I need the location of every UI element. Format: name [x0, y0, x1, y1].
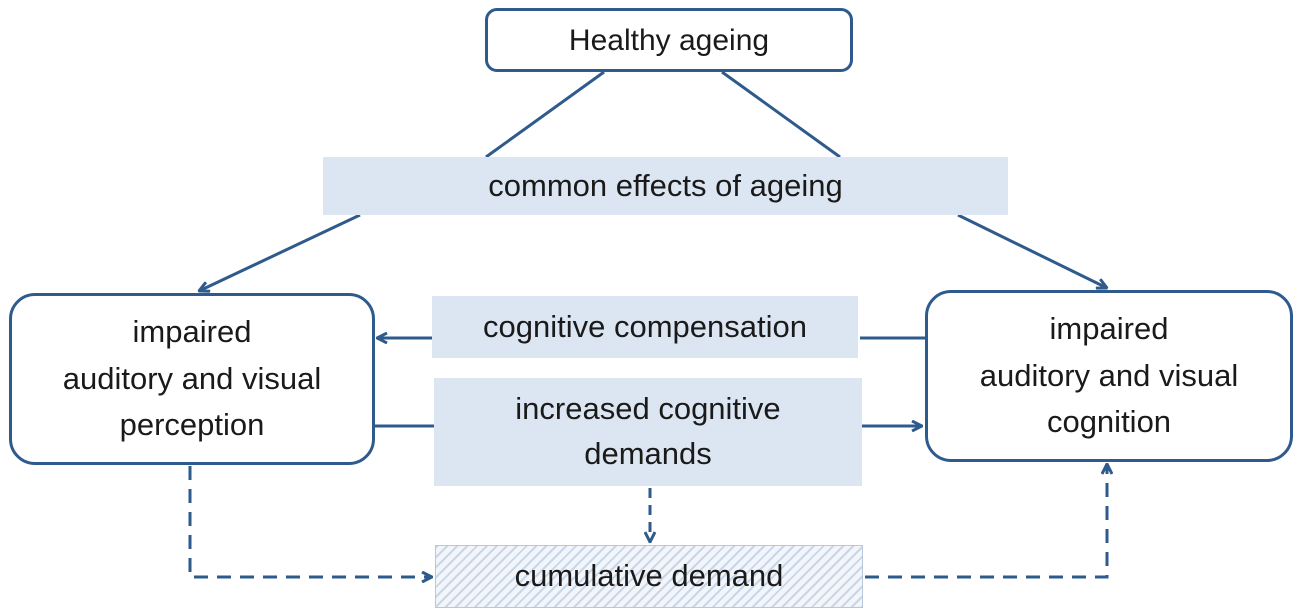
arrow-band-to-left-node [199, 213, 361, 291]
healthy-ageing-node: Healthy ageing [485, 8, 853, 72]
common-effects-label: common effects of ageing [488, 167, 843, 203]
arrow-top-to-band-right [721, 70, 841, 159]
arrow-left-to-cumulative [188, 466, 432, 577]
cumulative-demand-band: cumulative demand [435, 545, 863, 608]
impaired-perception-node: impaired auditory and visual perception [9, 293, 375, 465]
impaired-cognition-label: impaired auditory and visual cognition [979, 311, 1239, 440]
arrow-top-to-band-left [485, 70, 605, 159]
common-effects-band: common effects of ageing [323, 157, 1008, 215]
cognitive-compensation-label: cognitive compensation [483, 308, 807, 344]
increased-demands-band: increased cognitive demands [434, 378, 862, 486]
impaired-perception-label: impaired auditory and visual perception [62, 314, 322, 443]
cumulative-demand-label: cumulative demand [514, 558, 784, 594]
arrow-cumulative-to-right [865, 464, 1107, 579]
arrow-band-to-right-node [957, 213, 1107, 288]
impaired-cognition-node: impaired auditory and visual cognition [925, 290, 1293, 462]
increased-demands-label: increased cognitive demands [515, 391, 781, 471]
healthy-ageing-label: Healthy ageing [568, 23, 770, 57]
cognitive-compensation-band: cognitive compensation [432, 296, 858, 358]
